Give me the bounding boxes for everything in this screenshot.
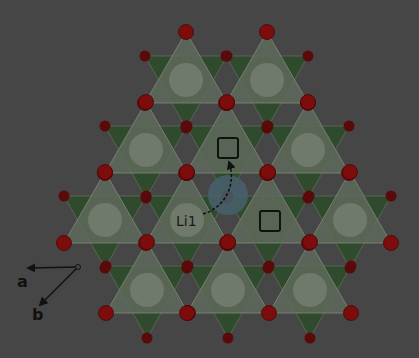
oxygen-atom: [221, 51, 232, 62]
oxygen-atom: [140, 51, 151, 62]
oxygen-atom: [304, 191, 315, 202]
oxygen-atom: [139, 236, 154, 251]
oxygen-atom: [305, 333, 316, 344]
oxygen-atom: [182, 121, 193, 132]
oxygen-atom: [181, 121, 192, 132]
oxygen-atom: [98, 165, 113, 180]
metal-atom: [293, 273, 327, 307]
vacancy-square: [218, 138, 238, 158]
octahedron-upper: [267, 102, 349, 173]
oxygen-atom: [220, 95, 235, 110]
oxygen-atom: [260, 166, 275, 181]
oxygen-atom: [100, 121, 111, 132]
oxygen-atom: [57, 236, 72, 251]
oxygen-atom: [344, 121, 355, 132]
oxygen-atom: [346, 261, 357, 272]
oxygen-atom: [181, 306, 196, 321]
metal-atom: [170, 203, 204, 237]
metal-atom: [250, 63, 284, 97]
oxygen-atom: [180, 306, 195, 321]
oxygen-atom: [139, 95, 154, 110]
oxygen-atom: [261, 165, 276, 180]
axis-arrow: [40, 267, 78, 305]
oxygen-atom: [343, 165, 358, 180]
oxygen-atom: [342, 166, 357, 181]
oxygen-atom: [101, 261, 112, 272]
oxygen-atom: [223, 333, 234, 344]
oxygen-atom: [142, 333, 153, 344]
oxygen-atom: [221, 235, 236, 250]
atom-label: Li1: [176, 214, 197, 228]
oxygen-atom: [183, 261, 194, 272]
vacancy-square: [260, 211, 280, 231]
oxygen-atom: [262, 306, 277, 321]
oxygen-atom: [219, 96, 234, 111]
oxygen-atom: [260, 25, 275, 40]
oxygen-atom: [59, 191, 70, 202]
oxygen-atom: [303, 235, 318, 250]
octahedron-upper: [186, 102, 268, 173]
oxygen-atom: [180, 166, 195, 181]
oxygen-atom: [222, 51, 233, 62]
oxygen-atom: [344, 306, 359, 321]
oxygen-atom: [99, 306, 114, 321]
octahedron-upper: [105, 102, 187, 173]
axis-origin: [76, 265, 81, 270]
axis-label: a: [17, 274, 28, 290]
oxygen-atom: [261, 166, 276, 181]
octahedron-upper: [269, 242, 351, 313]
oxygen-atom: [140, 235, 155, 250]
oxygen-atom: [302, 236, 317, 251]
octahedron-upper: [187, 242, 269, 313]
metal-atom: [129, 133, 163, 167]
oxygen-atom: [301, 95, 316, 110]
octahedron-upper: [64, 172, 146, 243]
oxygen-atom: [182, 261, 193, 272]
octahedron-upper: [309, 172, 391, 243]
oxygen-atom: [386, 191, 397, 202]
oxygen-atom: [220, 96, 235, 111]
oxygen-atom: [303, 51, 314, 62]
oxygen-atom: [221, 236, 236, 251]
octahedra: [64, 32, 391, 338]
oxygen-atom: [98, 166, 113, 181]
metal-atom: [291, 133, 325, 167]
metal-atom: [169, 63, 203, 97]
oxygen-atom: [384, 236, 399, 251]
octahedron-upper: [226, 32, 308, 103]
oxygen-atom: [264, 261, 275, 272]
oxygen-atom: [138, 96, 153, 111]
metal-atom: [211, 273, 245, 307]
axis-arrow: [28, 267, 78, 268]
oxygen-atom: [179, 25, 194, 40]
oxygen-atom: [301, 96, 316, 111]
octahedron-upper: [106, 242, 188, 313]
oxygen-atom: [141, 191, 152, 202]
oxygen-atoms: [57, 25, 399, 344]
axis-label: b: [32, 307, 43, 323]
oxygen-atom: [262, 121, 273, 132]
octahedron-upper: [145, 32, 227, 103]
oxygen-atom: [179, 166, 194, 181]
oxygen-atom: [263, 121, 274, 132]
metal-atom: [333, 203, 367, 237]
oxygen-atom: [180, 165, 195, 180]
hop-arrow: [203, 162, 231, 214]
metal-atom: [88, 203, 122, 237]
metal-atom: [130, 273, 164, 307]
oxygen-atom: [220, 236, 235, 251]
